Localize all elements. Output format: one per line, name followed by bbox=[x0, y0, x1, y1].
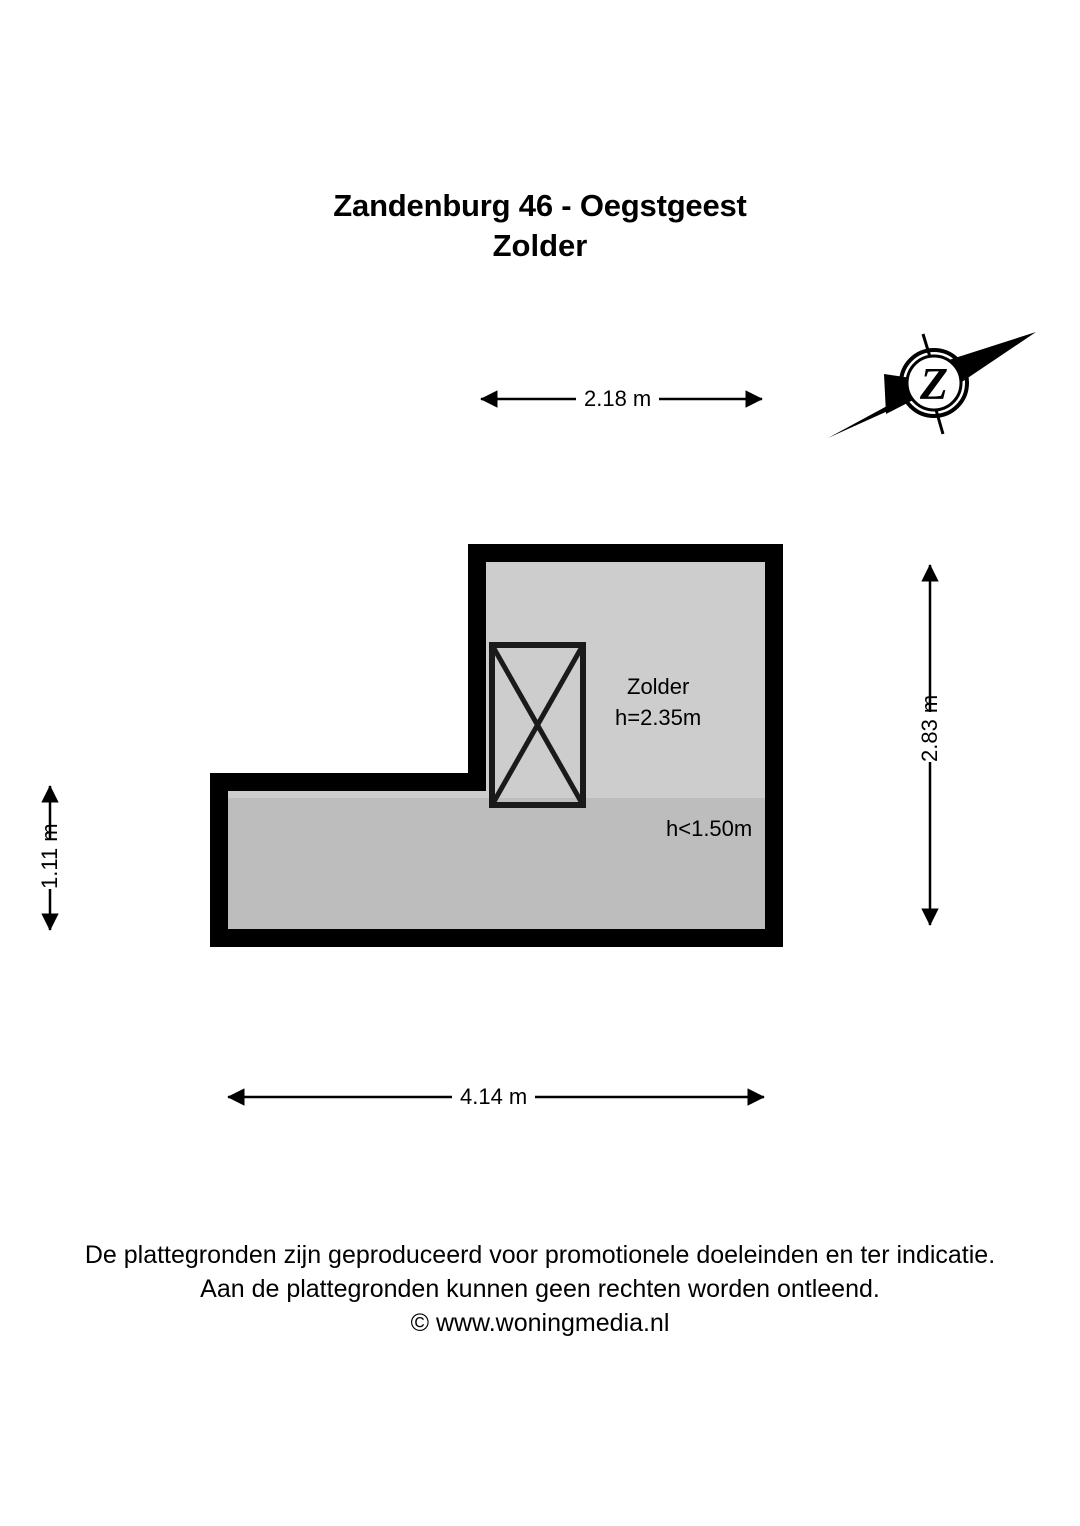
stairwell-diagonal-b bbox=[489, 643, 586, 807]
dimension-label-bottom: 4.14 m bbox=[452, 1084, 536, 1110]
compass-outer-circle bbox=[899, 348, 969, 418]
title-address: Zandenburg 46 - Oegstgeest bbox=[333, 188, 747, 223]
dimension-label-right: 2.83 m bbox=[909, 695, 951, 762]
compass-label: Z bbox=[919, 358, 948, 409]
room-height-zolder: h=2.35m bbox=[615, 705, 702, 730]
floor-area-low-ceiling bbox=[228, 798, 765, 929]
room-label-zolder: Zolder bbox=[627, 674, 690, 699]
dimension-label-top: 2.18 m bbox=[576, 386, 660, 412]
page-title: Zandenburg 46 - Oegstgeest Zolder bbox=[0, 186, 1080, 266]
stairwell-rectangle bbox=[489, 642, 586, 808]
footer-line-1: De plattegronden zijn geproduceerd voor … bbox=[84, 1241, 996, 1269]
footer-line-3: © www.woningmedia.nl bbox=[410, 1309, 670, 1337]
footer-disclaimer: De plattegronden zijn geproduceerd voor … bbox=[0, 1238, 1080, 1340]
footer-line-2: Aan de plattegronden kunnen geen rechten… bbox=[200, 1275, 880, 1303]
stairwell-opening-symbol bbox=[489, 642, 586, 808]
floor-transition-band bbox=[228, 791, 486, 798]
floor-area-high-ceiling bbox=[486, 562, 765, 798]
compass-inner-circle bbox=[905, 354, 963, 412]
dimension-label-left: 1.11 m bbox=[29, 823, 71, 889]
compass-rose-icon: Z bbox=[828, 332, 1036, 438]
title-floor: Zolder bbox=[492, 228, 588, 263]
room-low-height-label: h<1.50m bbox=[666, 816, 753, 841]
